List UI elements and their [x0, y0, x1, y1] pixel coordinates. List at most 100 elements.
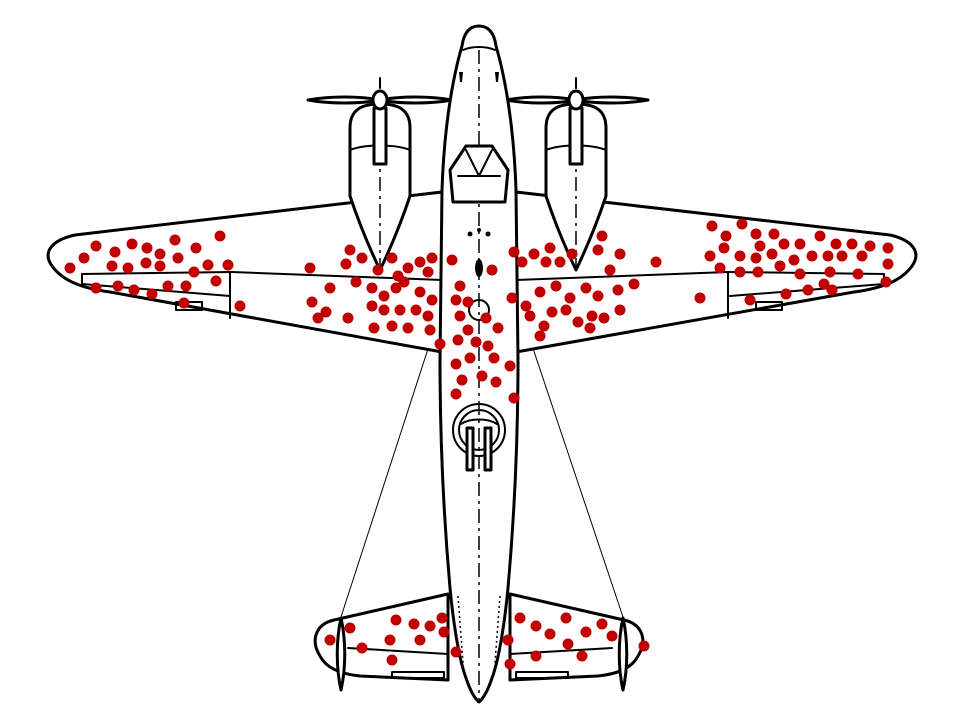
hit-marker-icon [476, 370, 488, 382]
hit-marker-icon [806, 250, 818, 262]
hit-marker-icon [560, 612, 572, 624]
hit-marker-icon [90, 282, 102, 294]
hit-marker-icon [320, 306, 332, 318]
hit-marker-icon [128, 284, 140, 296]
hit-marker-icon [414, 286, 426, 298]
hit-marker-icon [390, 614, 402, 626]
hit-marker-icon [122, 262, 134, 274]
hit-marker-icon [340, 258, 352, 270]
hit-marker-icon [141, 242, 153, 254]
hit-marker-icon [744, 294, 756, 306]
hit-marker-icon [454, 280, 466, 292]
hit-marker-icon [386, 654, 398, 666]
hit-marker-icon [398, 276, 410, 288]
hit-marker-icon [504, 360, 516, 372]
hit-marker-icon [408, 618, 420, 630]
hit-marker-icon [754, 240, 766, 252]
hit-marker-icon [752, 266, 764, 278]
hit-marker-icon [422, 310, 434, 322]
hit-marker-icon [584, 322, 596, 334]
hit-markers [64, 218, 894, 670]
hit-marker-icon [210, 275, 222, 287]
hit-marker-icon [562, 638, 574, 650]
hit-marker-icon [598, 312, 610, 324]
hit-marker-icon [566, 248, 578, 260]
hit-marker-icon [424, 324, 436, 336]
hit-marker-icon [402, 322, 414, 334]
hit-marker-icon [586, 310, 598, 322]
hit-marker-icon [554, 256, 566, 268]
hit-marker-icon [750, 228, 762, 240]
hit-marker-icon [502, 634, 514, 646]
hit-marker-icon [520, 300, 532, 312]
hit-marker-icon [750, 252, 762, 264]
hit-marker-icon [704, 250, 716, 262]
hit-marker-icon [386, 320, 398, 332]
hit-marker-icon [410, 304, 422, 316]
hit-marker-icon [882, 258, 894, 270]
hit-marker-icon [774, 260, 786, 272]
hit-marker-icon [734, 266, 746, 278]
hit-marker-icon [450, 294, 462, 306]
hit-marker-icon [814, 230, 826, 242]
hit-marker-icon [350, 276, 362, 288]
hit-marker-icon [366, 282, 378, 294]
hit-marker-icon [78, 252, 90, 264]
hit-marker-icon [106, 260, 118, 272]
hit-marker-icon [530, 620, 542, 632]
hit-marker-icon [356, 252, 368, 264]
hit-marker-icon [162, 280, 174, 292]
hit-marker-icon [826, 284, 838, 296]
hit-marker-icon [344, 622, 356, 634]
hit-marker-icon [882, 242, 894, 254]
hit-marker-icon [546, 306, 558, 318]
hit-marker-icon [852, 268, 864, 280]
hit-marker-icon [190, 242, 202, 254]
hit-marker-icon [604, 264, 616, 276]
hit-marker-icon [304, 262, 316, 274]
hit-marker-icon [766, 248, 778, 260]
hit-marker-icon [234, 300, 246, 312]
hit-marker-icon [180, 280, 192, 292]
hit-marker-icon [544, 242, 556, 254]
hit-marker-icon [736, 218, 748, 230]
hit-marker-icon [880, 276, 892, 288]
hit-marker-icon [822, 250, 834, 262]
left-propeller-icon [306, 77, 454, 111]
hit-marker-icon [356, 642, 368, 654]
hit-marker-icon [506, 292, 518, 304]
hit-marker-icon [714, 262, 726, 274]
hit-marker-icon [592, 244, 604, 256]
hit-marker-icon [818, 278, 830, 290]
hit-marker-icon [422, 266, 434, 278]
right-propeller-icon [504, 77, 650, 111]
hit-marker-icon [169, 234, 181, 246]
hit-marker-icon [846, 238, 858, 250]
hit-marker-icon [628, 278, 640, 290]
hit-marker-icon [172, 252, 184, 264]
hit-marker-icon [788, 254, 800, 266]
hit-marker-icon [154, 260, 166, 272]
hit-marker-icon [450, 388, 462, 400]
hit-marker-icon [706, 220, 718, 232]
hit-marker-icon [612, 284, 624, 296]
hit-marker-icon [856, 250, 868, 262]
hit-marker-icon [178, 297, 190, 309]
hit-marker-icon [436, 612, 448, 624]
hit-marker-icon [650, 256, 662, 268]
hit-marker-icon [202, 259, 214, 271]
hit-marker-icon [596, 618, 608, 630]
hit-marker-icon [534, 286, 546, 298]
hit-marker-icon [864, 240, 876, 252]
hit-marker-icon [534, 330, 546, 342]
hit-marker-icon [540, 256, 552, 268]
hit-marker-icon [718, 242, 730, 254]
hit-marker-icon [306, 296, 318, 308]
hit-marker-icon [368, 322, 380, 334]
hit-marker-icon [530, 650, 542, 662]
hit-marker-icon [768, 228, 780, 240]
hit-marker-icon [140, 257, 152, 269]
hit-marker-icon [508, 392, 520, 404]
left-engine [348, 102, 412, 272]
hit-marker-icon [390, 282, 402, 294]
